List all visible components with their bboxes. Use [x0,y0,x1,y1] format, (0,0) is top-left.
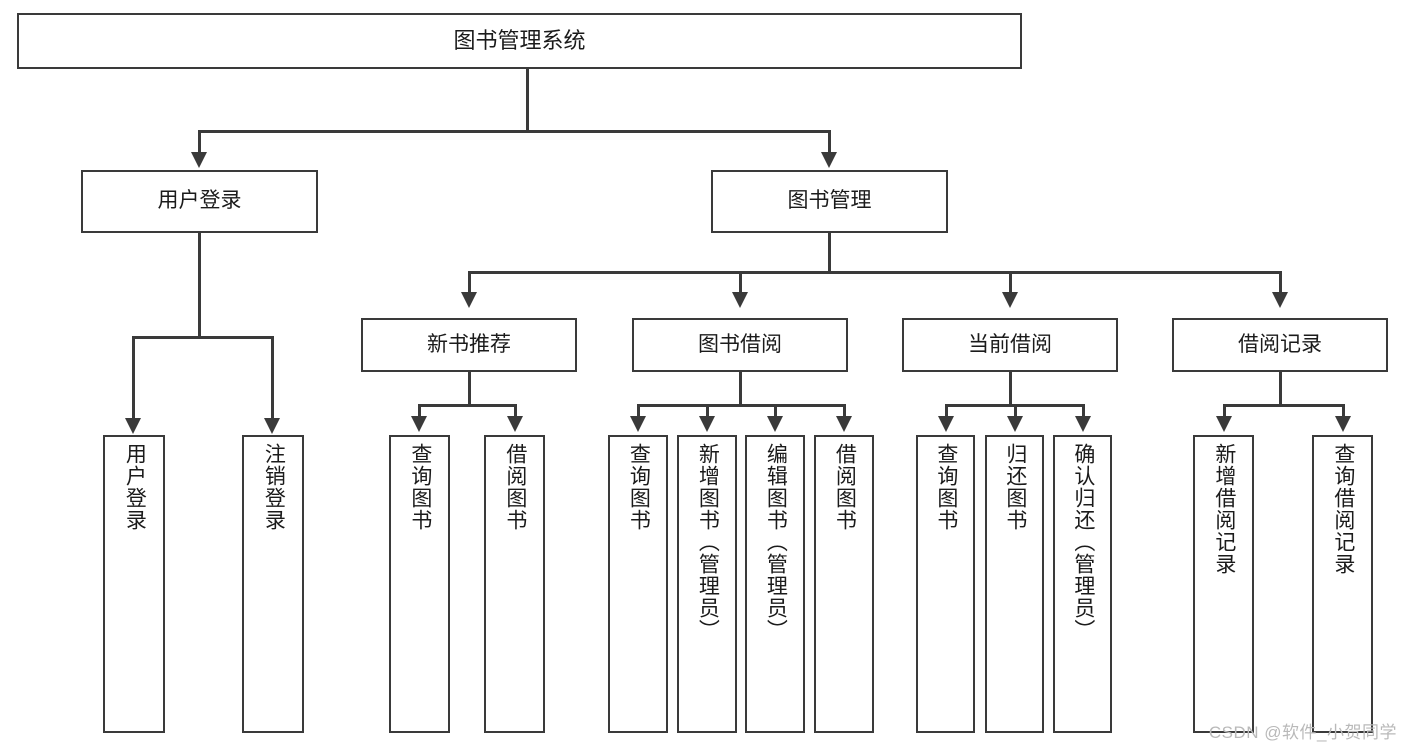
connector-grpA-trunk [468,372,471,406]
leaf-add-borrow-record[interactable]: 新增借阅记录 [1193,435,1254,733]
node-user-login-label: 用户登录 [157,189,242,213]
connector-book-mgmt-bus [469,271,1281,274]
arrow-to-leaf-user-login [125,418,141,434]
node-new-book-recommendation[interactable]: 新书推荐 [361,318,577,372]
arrow-to-book-borrow [732,292,748,308]
leaf-add-book-admin-label: 新增图书（管理员） [696,443,720,641]
node-root-label: 图书管理系统 [453,28,586,54]
node-book-management[interactable]: 图书管理 [711,170,948,233]
leaf-add-book-admin[interactable]: 新增图书（管理员） [677,435,737,733]
leaf-query-books-rec-label: 查询图书 [408,443,432,531]
arrow-grpB-leaf-3 [767,416,783,432]
node-borrowing-records-label: 借阅记录 [1238,332,1322,356]
leaf-edit-book-admin-label: 编辑图书（管理员） [764,443,788,641]
leaf-query-borrow-record-label: 查询借阅记录 [1331,443,1355,575]
connector-user-login-bus [133,336,273,339]
connector-grpA-drop-1 [418,404,421,418]
connector-grpA-drop-2 [514,404,517,418]
node-book-management-label: 图书管理 [787,189,872,213]
leaf-query-books-current-label: 查询图书 [934,443,958,531]
connector-grpD-bus [1224,404,1343,407]
connector-book-mgmt-drop-1 [468,271,471,295]
arrow-grpD-leaf-2 [1335,416,1351,432]
leaf-borrow-books[interactable]: 借阅图书 [814,435,874,733]
leaf-query-borrow-record[interactable]: 查询借阅记录 [1312,435,1373,733]
leaf-query-books-rec[interactable]: 查询图书 [389,435,450,733]
connector-grpD-trunk [1279,372,1282,406]
arrow-grpC-leaf-3 [1075,416,1091,432]
leaf-borrow-books-rec[interactable]: 借阅图书 [484,435,545,733]
connector-grpC-trunk [1009,372,1012,406]
arrow-to-current-borrow [1002,292,1018,308]
node-current-borrowing[interactable]: 当前借阅 [902,318,1118,372]
leaf-edit-book-admin[interactable]: 编辑图书（管理员） [745,435,805,733]
connector-book-mgmt-trunk [828,233,831,273]
leaf-user-login[interactable]: 用户登录 [103,435,165,733]
arrow-grpA-leaf-2 [507,416,523,432]
connector-grpB-drop-4 [843,404,846,418]
connector-book-mgmt-drop-2 [739,271,742,295]
leaf-borrow-books-label: 借阅图书 [833,443,857,531]
connector-user-login-trunk [198,233,201,337]
connector-grpD-drop-1 [1223,404,1226,418]
arrow-root-to-user-login [191,152,207,168]
arrow-grpA-leaf-1 [411,416,427,432]
connector-root-drop-1 [198,130,201,156]
arrow-grpC-leaf-2 [1007,416,1023,432]
arrow-grpB-leaf-4 [836,416,852,432]
leaf-query-books-current[interactable]: 查询图书 [916,435,975,733]
leaf-query-books-borrow-label: 查询图书 [627,443,651,531]
connector-root-drop-2 [828,130,831,156]
node-book-borrowing-label: 图书借阅 [698,332,782,356]
connector-book-mgmt-drop-4 [1279,271,1282,295]
connector-grpA-bus [419,404,517,407]
csdn-watermark: CSDN @软件_小贺同学 [1208,723,1397,742]
arrow-to-leaf-logout [264,418,280,434]
leaf-add-borrow-record-label: 新增借阅记录 [1212,443,1236,575]
leaf-return-books-label: 归还图书 [1003,443,1027,531]
connector-book-mgmt-drop-3 [1009,271,1012,295]
arrow-grpC-leaf-1 [938,416,954,432]
leaf-user-login-label: 用户登录 [123,443,147,531]
arrow-grpB-leaf-2 [699,416,715,432]
node-book-borrowing[interactable]: 图书借阅 [632,318,848,372]
leaf-logout[interactable]: 注销登录 [242,435,304,733]
connector-user-login-drop-2 [271,336,274,421]
leaf-borrow-books-rec-label: 借阅图书 [503,443,527,531]
connector-grpB-drop-3 [774,404,777,418]
connector-grpC-drop-1 [945,404,948,418]
leaf-return-books[interactable]: 归还图书 [985,435,1044,733]
connector-grpC-drop-3 [1082,404,1085,418]
connector-grpB-drop-1 [637,404,640,418]
arrow-to-new-book-rec [461,292,477,308]
leaf-query-books-borrow[interactable]: 查询图书 [608,435,668,733]
node-current-borrowing-label: 当前借阅 [968,332,1052,356]
leaf-confirm-return-admin-label: 确认归还（管理员） [1071,443,1095,641]
connector-user-login-drop-1 [132,336,135,421]
connector-root-trunk [526,69,529,131]
arrow-grpD-leaf-1 [1216,416,1232,432]
arrow-to-borrow-record [1272,292,1288,308]
connector-grpC-drop-2 [1014,404,1017,418]
connector-root-bus [199,130,831,133]
arrow-root-to-book-mgmt [821,152,837,168]
connector-grpB-drop-2 [706,404,709,418]
connector-grpB-bus [638,404,845,407]
leaf-confirm-return-admin[interactable]: 确认归还（管理员） [1053,435,1112,733]
connector-grpD-drop-2 [1342,404,1345,418]
leaf-logout-label: 注销登录 [262,443,286,531]
node-borrowing-records[interactable]: 借阅记录 [1172,318,1388,372]
node-user-login[interactable]: 用户登录 [81,170,318,233]
connector-grpB-trunk [739,372,742,406]
arrow-grpB-leaf-1 [630,416,646,432]
node-new-book-recommendation-label: 新书推荐 [427,332,511,356]
node-root-system[interactable]: 图书管理系统 [17,13,1022,69]
